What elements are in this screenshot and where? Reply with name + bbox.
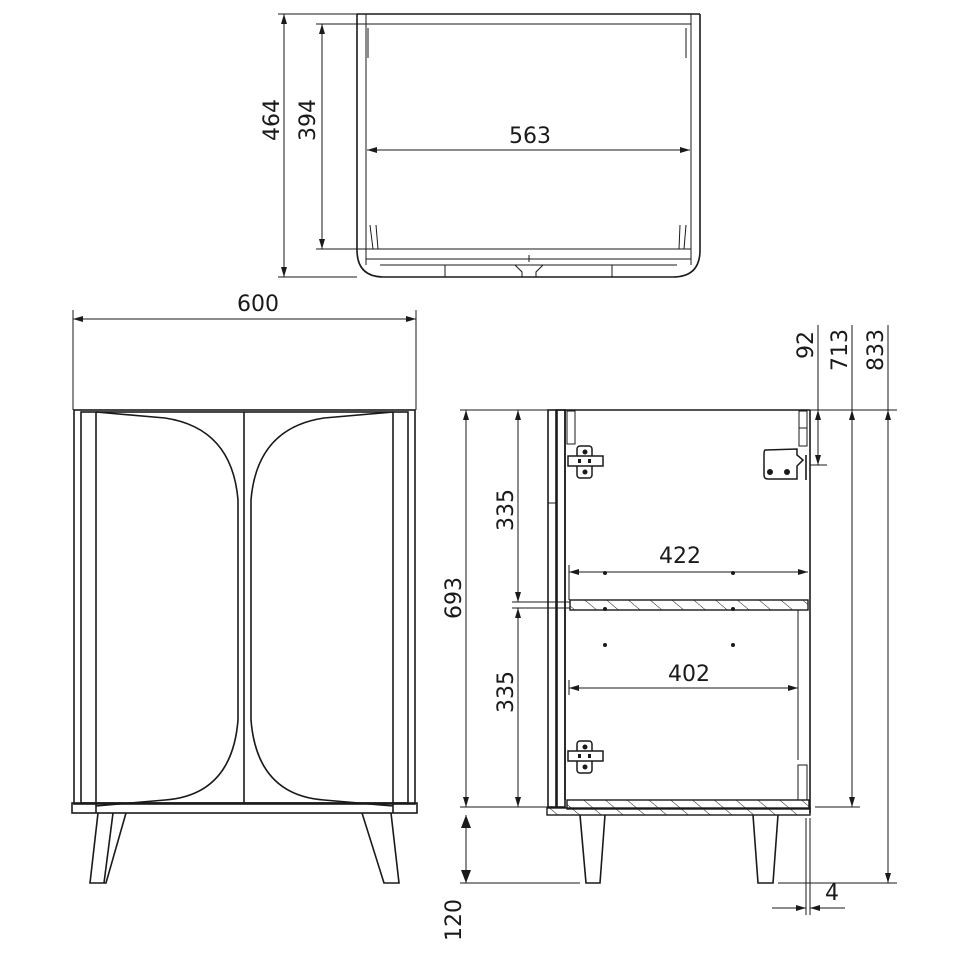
cabinet-body	[73, 409, 416, 805]
plinth	[71, 802, 418, 814]
dimension-label-693: 693	[442, 577, 467, 619]
dimension-label-92: 92	[794, 331, 819, 359]
side-front-leg	[579, 814, 606, 884]
side-back-leg	[752, 814, 779, 884]
dimension-label-4: 4	[825, 881, 839, 906]
top-view-outline	[356, 14, 701, 278]
shelf	[569, 599, 809, 611]
mounting-plate-icon	[763, 448, 807, 480]
dimension-label-600: 600	[237, 292, 279, 317]
dimension-label-335-lower: 335	[494, 671, 519, 713]
hinge-icon	[567, 445, 604, 479]
dimension-label-402: 402	[668, 662, 710, 687]
hinge-icon	[567, 740, 604, 774]
dimension-label-422: 422	[659, 544, 701, 569]
front-left-leg	[89, 812, 127, 884]
dimension-label-563: 563	[509, 124, 551, 149]
dimension-label-394: 394	[296, 99, 321, 141]
dimension-label-833: 833	[864, 329, 889, 371]
front-view: 600	[71, 292, 418, 884]
right-door-curve	[250, 411, 394, 807]
dimension-label-335-upper: 335	[494, 489, 519, 531]
dimension-label-464: 464	[260, 99, 285, 141]
top-view: 464 394 563	[260, 13, 701, 278]
side-view: 693 335 335 120 422 402 92 713 833 4	[442, 325, 897, 941]
dimension-label-713: 713	[828, 329, 853, 371]
front-right-leg	[361, 812, 400, 884]
left-door-curve	[95, 411, 239, 807]
dimension-label-120: 120	[442, 899, 467, 941]
